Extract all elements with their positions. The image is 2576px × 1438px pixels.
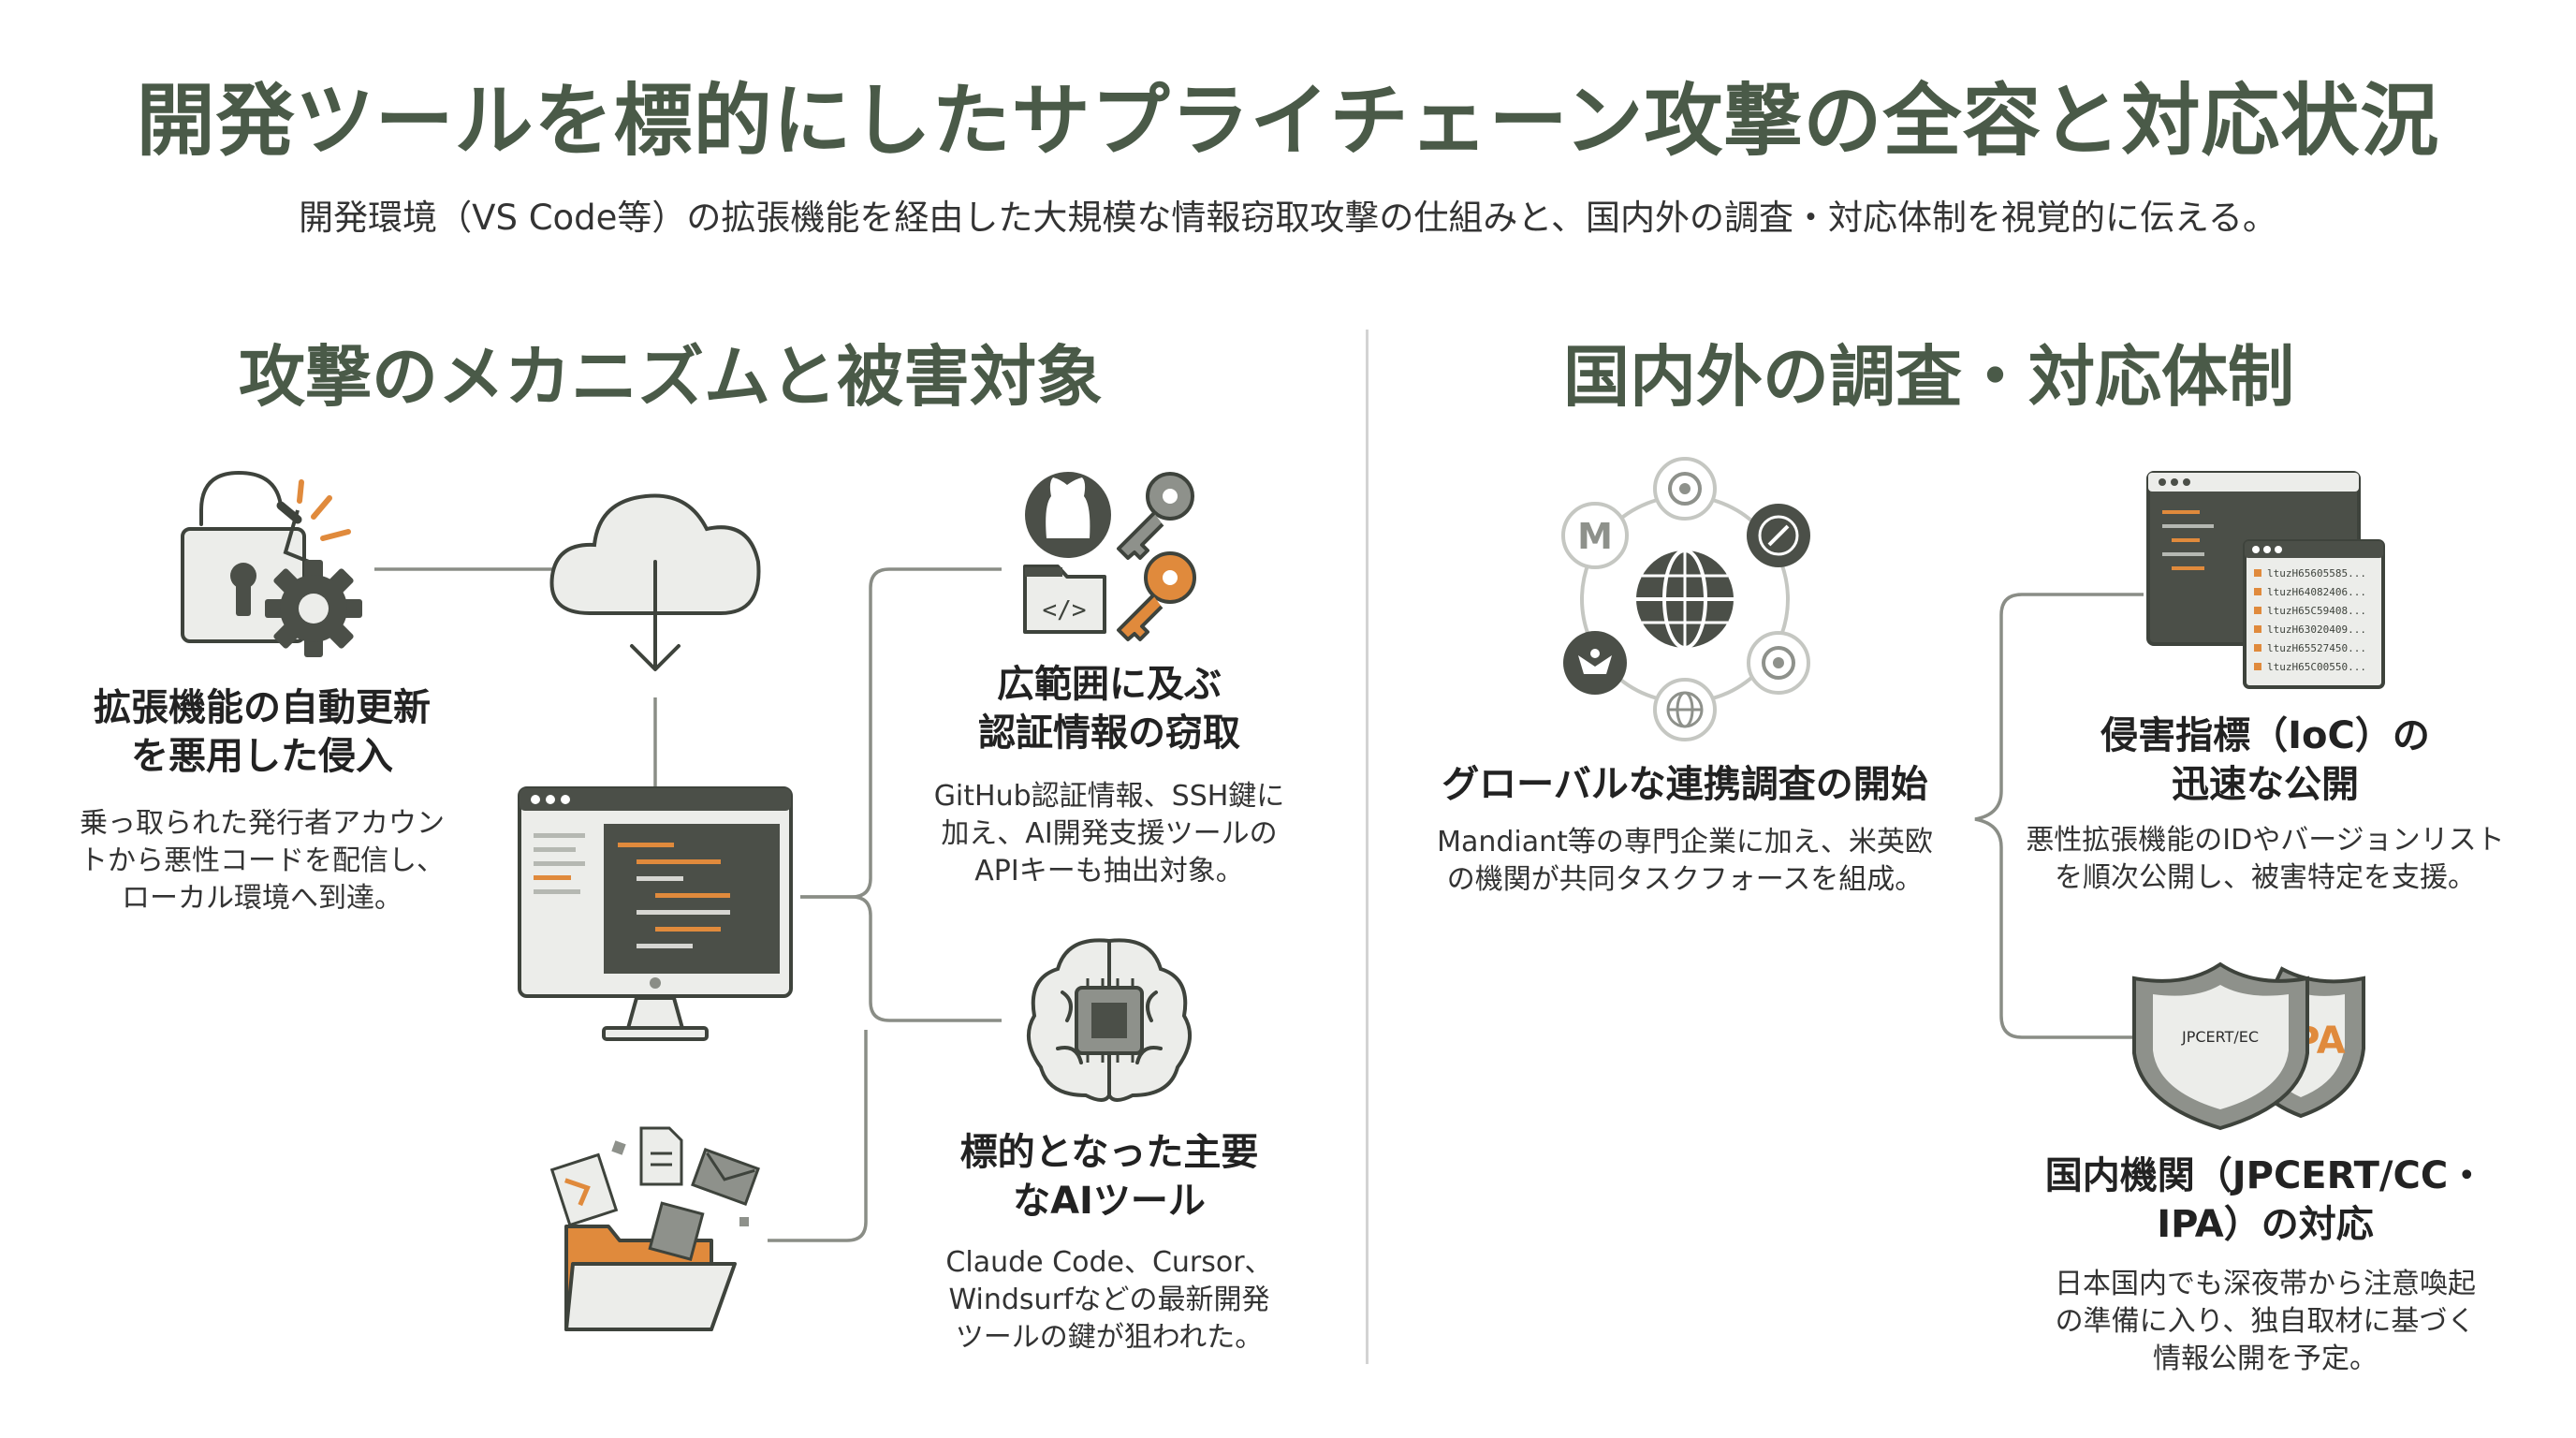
monitor-code-editor-icon: [518, 786, 793, 1041]
openai-logo-node-top: [1653, 457, 1717, 521]
credentials-block: 広範囲に及ぶ 認証情報の窃取 GitHub認証情報、SSH鍵に 加え、AI開発支…: [908, 660, 1310, 890]
globe-icon: [1636, 549, 1734, 650]
global-block: グローバルな連携調査の開始 Mandiant等の専門企業に加え、米英欧 の機関が…: [1432, 760, 1938, 899]
eagle-seal-node: [1563, 631, 1627, 695]
left-section-title: 攻撃のメカニズムと被害対象: [239, 338, 1104, 416]
global-heading: グローバルな連携調査の開始: [1442, 763, 1928, 806]
connector-lines-left: [374, 567, 1002, 1242]
ioc-entry: ltuzH63020409...: [2267, 624, 2366, 636]
ai-tools-heading: 標的となった主要 なAIツール: [959, 1131, 1259, 1223]
ai-tools-body: Claude Code、Cursor、 Windsurfなどの最新開発 ツールの…: [945, 1246, 1273, 1354]
ioc-list-window-icon: ltuzH65605585... ltuzH64082406... ltuzH6…: [2146, 471, 2385, 689]
credentials-body: GitHub認証情報、SSH鍵に 加え、AI開発支援ツールの APIキーも抽出対…: [933, 780, 1285, 888]
ioc-heading: 侵害指標（IoC）の 迅速な公開: [2100, 714, 2430, 806]
jpcert-ipa-shields-icon: IPA JPCERT/EC: [2132, 961, 2365, 1131]
orange-key-icon: [1117, 551, 1196, 641]
auto-update-body: 乗っ取られた発行者アカウン トから悪性コードを配信し、 ローカル環境へ到達。: [80, 807, 445, 915]
ai-brain-chip-icon: [1026, 938, 1193, 1102]
global-network-icon: M: [1561, 457, 1810, 741]
ioc-entry: ltuzH64082406...: [2267, 586, 2366, 598]
ai-tools-block: 標的となった主要 なAIツール Claude Code、Cursor、 Wind…: [908, 1128, 1310, 1357]
github-icon: [1025, 472, 1111, 558]
leaked-files-folder-icon: [549, 1126, 760, 1331]
gear-icon: [265, 560, 362, 657]
ioc-entry: ltuzH65527450...: [2267, 642, 2366, 654]
page-title: 開発ツールを標的にしたサプライチェーン攻撃の全容と対応状況: [136, 75, 2440, 167]
ioc-entry: ltuzH65605585...: [2267, 567, 2366, 580]
ioc-entry: ltuzH65C59408...: [2267, 605, 2366, 617]
section-divider: [1366, 330, 1368, 1364]
orange-alert-marks: [297, 479, 351, 541]
page-subtitle: 開発環境（VS Code等）の拡張機能を経由した大規模な情報窃取攻撃の仕組みと、…: [299, 198, 2277, 238]
ioc-block: 侵害指標（IoC）の 迅速な公開 悪性拡張機能のIDやバージョンリスト を順次公…: [2012, 712, 2518, 897]
ioc-body: 悪性拡張機能のIDやバージョンリスト を順次公開し、被害特定を支援。: [2026, 824, 2505, 894]
ioc-entry: ltuzH65C00550...: [2267, 661, 2366, 673]
compass-node: [1747, 504, 1810, 567]
domestic-block: 国内機関（JPCERT/CC・ IPA）の対応 日本国内でも深夜帯から注意喚起 …: [2012, 1152, 2518, 1378]
small-globe-node: [1653, 678, 1717, 741]
domestic-body: 日本国内でも深夜帯から注意喚起 の準備に入り、独自取材に基づく 情報公開を予定。: [2055, 1268, 2476, 1375]
jpcert-shield-label: JPCERT/EC: [2181, 1028, 2259, 1046]
global-body: Mandiant等の専門企業に加え、米英欧 の機関が共同タスクフォースを組成。: [1437, 826, 1933, 896]
auto-update-block: 拡張機能の自動更新 を悪用した侵入 乗っ取られた発行者アカウン トから悪性コード…: [51, 683, 473, 917]
svg-text:M: M: [1577, 516, 1613, 557]
code-folder-icon: </>: [1023, 565, 1106, 634]
openai-logo-node-right: [1747, 631, 1810, 695]
ioc-list-entries: ltuzH65605585... ltuzH64082406... ltuzH6…: [2267, 567, 2366, 673]
gray-key-icon: [1117, 472, 1194, 560]
cloud-download-icon: [549, 493, 761, 671]
svg-text:</>: </>: [1043, 596, 1087, 624]
right-section-title: 国内外の調査・対応体制: [1563, 338, 2295, 416]
auto-update-heading: 拡張機能の自動更新 を悪用した侵入: [94, 686, 431, 778]
connector-lines-right: [1974, 593, 2144, 1039]
mandiant-logo-node: M: [1561, 502, 1629, 569]
domestic-heading: 国内機関（JPCERT/CC・ IPA）の対応: [2044, 1154, 2486, 1246]
credentials-heading: 広範囲に及ぶ 認証情報の窃取: [978, 663, 1240, 755]
